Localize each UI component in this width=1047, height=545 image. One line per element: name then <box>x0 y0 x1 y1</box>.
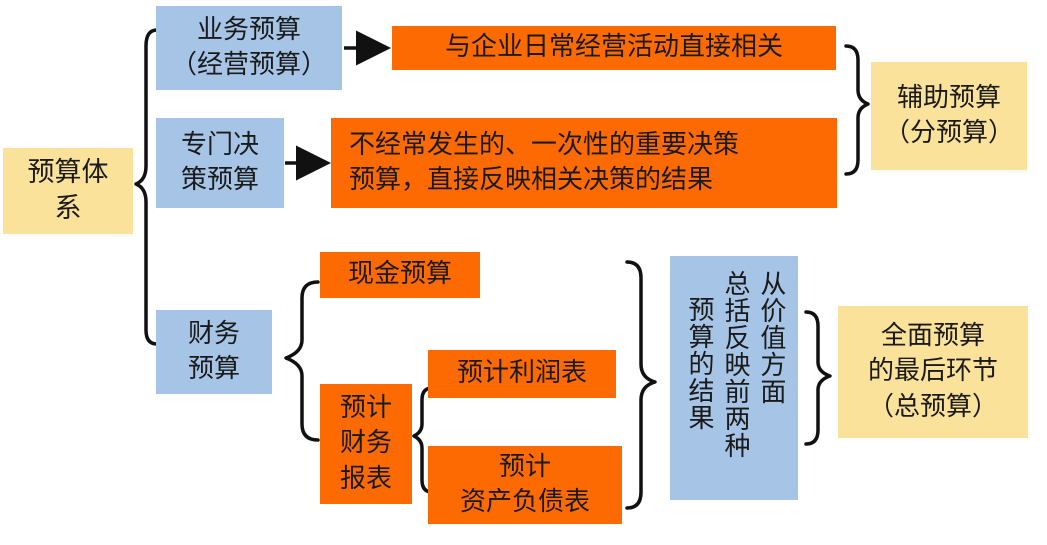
decision-desc-line-2: 预算，直接反映相关决策的结果 <box>349 165 714 195</box>
root-line-2: 系 <box>54 193 82 224</box>
decision-budget-node: 专门决 策预算 <box>156 118 284 208</box>
master-brace <box>804 310 832 446</box>
forecast-statements-line-2: 财务 <box>339 428 392 459</box>
decision-budget-line-1: 专门决 <box>180 129 259 160</box>
forecast-income-node: 预计利润表 <box>428 350 616 398</box>
forecast-balance-node: 预计 资产负债表 <box>428 446 622 524</box>
decision-desc-line-1: 不经常发生的、一次性的重要决策 <box>349 129 740 160</box>
summary-col-3: 预算的结果 <box>684 296 715 431</box>
root-brace <box>134 28 159 346</box>
statements-brace <box>412 386 434 494</box>
forecast-statements-node: 预计 财务 报表 <box>320 384 412 504</box>
root-node: 预算体 系 <box>3 148 133 234</box>
master-budget-line-3: （总预算） <box>867 391 998 422</box>
cash-budget-text: 现金预算 <box>347 259 452 290</box>
forecast-balance-line-1: 预计 <box>498 451 551 482</box>
finance-budget-line-2: 预算 <box>187 354 240 384</box>
summary-node: 从价值方面 总括反映前两种 预算的结果 <box>670 256 798 500</box>
cash-budget-node: 现金预算 <box>320 252 480 298</box>
forecast-statements-line-3: 报表 <box>339 463 392 494</box>
master-budget-node: 全面预算 的最后环节 （总预算） <box>838 306 1028 438</box>
aux-budget-line-1: 辅助预算 <box>896 82 1001 113</box>
forecast-balance-line-2: 资产负债表 <box>459 487 590 517</box>
business-budget-line-2: （经营预算） <box>170 50 327 80</box>
decision-desc-node: 不经常发生的、一次性的重要决策 预算，直接反映相关决策的结果 <box>331 118 837 208</box>
forecast-statements-line-1: 预计 <box>339 393 392 424</box>
summary-brace <box>625 260 657 510</box>
business-desc-node: 与企业日常经营活动直接相关 <box>392 26 836 70</box>
decision-budget-line-2: 策预算 <box>180 165 259 195</box>
business-budget-line-1: 业务预算 <box>196 14 301 45</box>
aux-budget-node: 辅助预算 （分预算） <box>871 62 1027 170</box>
business-desc-text: 与企业日常经营活动直接相关 <box>444 32 783 63</box>
master-budget-line-1: 全面预算 <box>880 321 985 352</box>
business-budget-node: 业务预算 （经营预算） <box>156 6 342 90</box>
forecast-income-text: 预计利润表 <box>456 358 587 389</box>
root-line-1: 预算体 <box>27 156 109 188</box>
aux-brace <box>844 44 870 176</box>
master-budget-line-2: 的最后环节 <box>867 356 998 387</box>
finance-brace <box>284 280 320 442</box>
summary-col-2: 总括反映前两种 <box>719 270 750 459</box>
finance-budget-node: 财务 预算 <box>156 310 272 394</box>
finance-budget-line-1: 财务 <box>187 318 240 349</box>
aux-budget-line-2: （分预算） <box>883 118 1014 148</box>
summary-col-1: 从价值方面 <box>755 270 786 405</box>
